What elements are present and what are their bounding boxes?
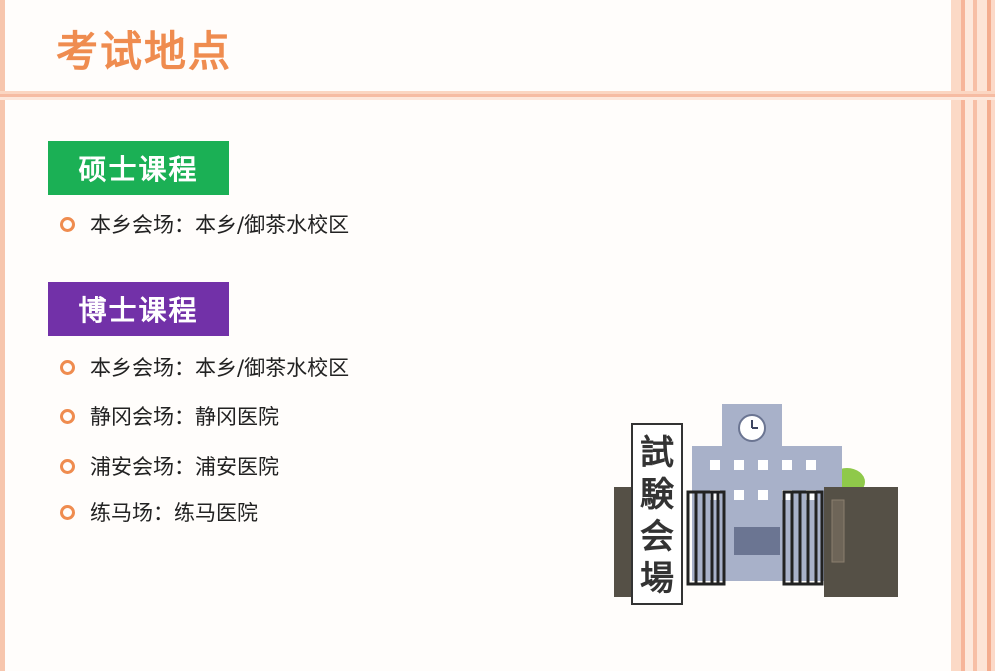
right-decorative-stripes bbox=[951, 0, 995, 671]
list-item-text: 浦安会场：浦安医院 bbox=[90, 455, 279, 479]
exam-venue-sign: 試 験 会 場 bbox=[631, 423, 683, 605]
gate-right bbox=[782, 490, 824, 586]
list-item: 静冈会场：静冈医院 bbox=[60, 401, 279, 431]
circle-bullet-icon bbox=[60, 408, 75, 424]
circle-bullet-icon bbox=[60, 458, 75, 474]
title-divider bbox=[0, 91, 995, 100]
list-item: 练马场：练马医院 bbox=[60, 497, 258, 527]
list-item-text: 本乡会场：本乡/御茶水校区 bbox=[90, 356, 350, 380]
sign-char: 場 bbox=[640, 559, 674, 599]
gate-left bbox=[686, 490, 726, 586]
circle-bullet-icon bbox=[60, 216, 75, 232]
sign-char: 試 bbox=[640, 433, 674, 473]
list-item-text: 练马场：练马医院 bbox=[90, 501, 258, 525]
exam-venue-illustration: 試 験 会 場 bbox=[614, 404, 898, 605]
list-item: 浦安会场：浦安医院 bbox=[60, 451, 279, 481]
list-item-text: 静冈会场：静冈医院 bbox=[90, 405, 279, 429]
sign-char: 会 bbox=[640, 517, 674, 557]
list-item-text: 本乡会场：本乡/御茶水校区 bbox=[90, 213, 350, 237]
gate-pillar-right bbox=[824, 487, 898, 597]
list-item: 本乡会场：本乡/御茶水校区 bbox=[60, 352, 349, 382]
page-title: 考试地点 bbox=[56, 27, 233, 76]
left-border bbox=[0, 0, 5, 671]
circle-bullet-icon bbox=[60, 359, 75, 375]
master-course-badge: 硕士课程 bbox=[48, 141, 229, 195]
list-item: 本乡会场：本乡/御茶水校区 bbox=[60, 209, 349, 239]
gate-pillar-left bbox=[614, 487, 636, 597]
circle-bullet-icon bbox=[60, 504, 75, 520]
sign-char: 験 bbox=[640, 475, 675, 515]
doctor-course-badge: 博士课程 bbox=[48, 282, 229, 336]
